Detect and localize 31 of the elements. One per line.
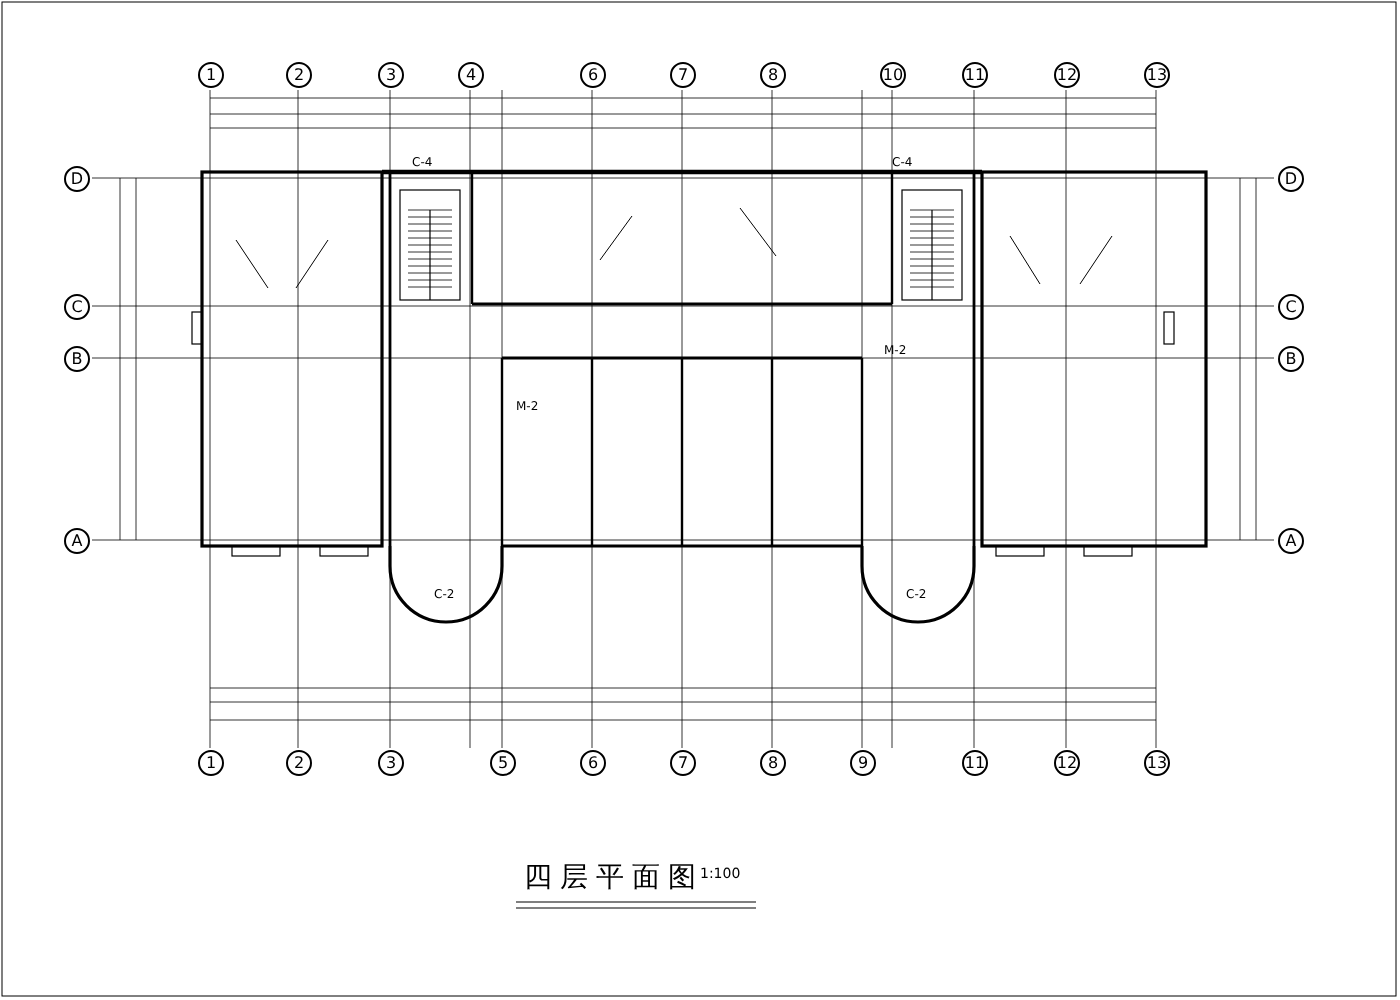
axis-bubble: 8 [760, 62, 786, 88]
axis-bubble: C [1278, 294, 1304, 320]
axis-bubble: A [64, 528, 90, 554]
axis-bubble: B [1278, 346, 1304, 372]
axis-bubble: B [64, 346, 90, 372]
axis-bubble: D [1278, 166, 1304, 192]
axis-bubble: 13 [1144, 62, 1170, 88]
axis-bubble: 4 [458, 62, 484, 88]
axis-bubble: 3 [378, 750, 404, 776]
axis-bubble: D [64, 166, 90, 192]
axis-bubble: 12 [1054, 750, 1080, 776]
axis-bubble: 11 [962, 62, 988, 88]
axis-bubble: 6 [580, 750, 606, 776]
axis-bubble: 2 [286, 750, 312, 776]
axis-bubble: 7 [670, 750, 696, 776]
axis-bubble: 2 [286, 62, 312, 88]
axis-bubble: 9 [850, 750, 876, 776]
axis-bubble: 3 [378, 62, 404, 88]
axis-bubble: 7 [670, 62, 696, 88]
axis-bubble: 11 [962, 750, 988, 776]
axis-bubble: C [64, 294, 90, 320]
axis-bubble: 1 [198, 62, 224, 88]
axis-bubble: 1 [198, 750, 224, 776]
axis-bubble: 10 [880, 62, 906, 88]
axis-bubble: 13 [1144, 750, 1170, 776]
axis-bubble: 8 [760, 750, 786, 776]
axis-bubble: 5 [490, 750, 516, 776]
axis-bubble: 6 [580, 62, 606, 88]
axis-bubble: 12 [1054, 62, 1080, 88]
axis-bubble: A [1278, 528, 1304, 554]
drawing-title: 四层平面图 [524, 860, 704, 896]
